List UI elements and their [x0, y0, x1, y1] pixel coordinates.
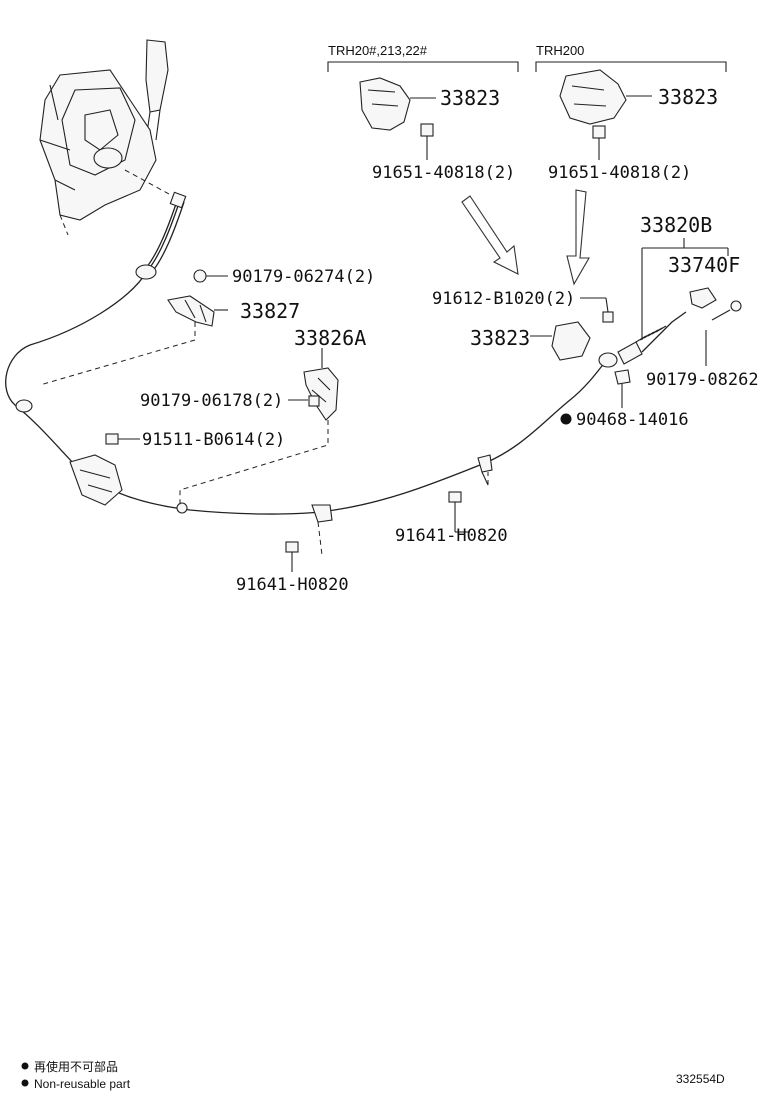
- label-nut-mid: 90179-06178(2): [140, 391, 283, 411]
- label-nut-end: 90179-08262: [646, 370, 759, 390]
- nut-upper: [193, 269, 228, 283]
- label-bolt-left: 91511-B0614(2): [142, 430, 285, 450]
- diagram-code: 332554D: [676, 1072, 725, 1086]
- group-b-label: TRH200: [536, 43, 584, 58]
- label-nut-upper: 90179-06274(2): [232, 267, 375, 287]
- label-bracket-b: 33823: [658, 85, 718, 109]
- label-bolt-b: 91651-40818(2): [548, 163, 691, 183]
- bolt-left: [105, 433, 140, 445]
- legend-line-1: 再使用不可部品: [34, 1059, 118, 1074]
- bolt-right: [448, 491, 470, 533]
- bolt-bottom: [285, 541, 299, 572]
- label-clip: 90468-14016: [576, 410, 689, 430]
- label-bracket-c: 33823: [470, 326, 530, 350]
- label-bolt-a: 91651-40818(2): [372, 163, 515, 183]
- assy-bracket-33820b: [621, 238, 731, 408]
- legend-line-2: Non-reusable part: [34, 1077, 131, 1091]
- leader-dashes: [39, 322, 489, 556]
- callout-arrows: [461, 189, 590, 286]
- nut-mid: [308, 395, 320, 407]
- variant-group-b: [535, 61, 727, 160]
- label-retainer: 33827: [240, 299, 300, 323]
- non-reusable-marker: [560, 413, 572, 425]
- shift-lever-assembly: [39, 39, 181, 236]
- variant-group-a: [327, 61, 519, 160]
- label-bolt-bottom: 91641-H0820: [236, 575, 349, 595]
- label-bolt-c: 91612-B1020(2): [432, 289, 575, 309]
- group-a-label: TRH20#,213,22#: [328, 43, 428, 58]
- legend-bullet-2: [21, 1079, 29, 1087]
- label-bolt-right: 91641-H0820: [395, 526, 508, 546]
- legend-bullet-1: [21, 1062, 29, 1070]
- label-cable-end: 33740F: [668, 253, 740, 277]
- shift-cable: [5, 191, 742, 523]
- bracket-33823-lower: [530, 297, 614, 361]
- label-bracket-a: 33823: [440, 86, 500, 110]
- retainer-33827: [167, 295, 228, 327]
- label-cable-assy: 33820B: [640, 213, 712, 237]
- bracket-33826a: [303, 348, 339, 421]
- label-bracket-mid: 33826A: [294, 326, 366, 350]
